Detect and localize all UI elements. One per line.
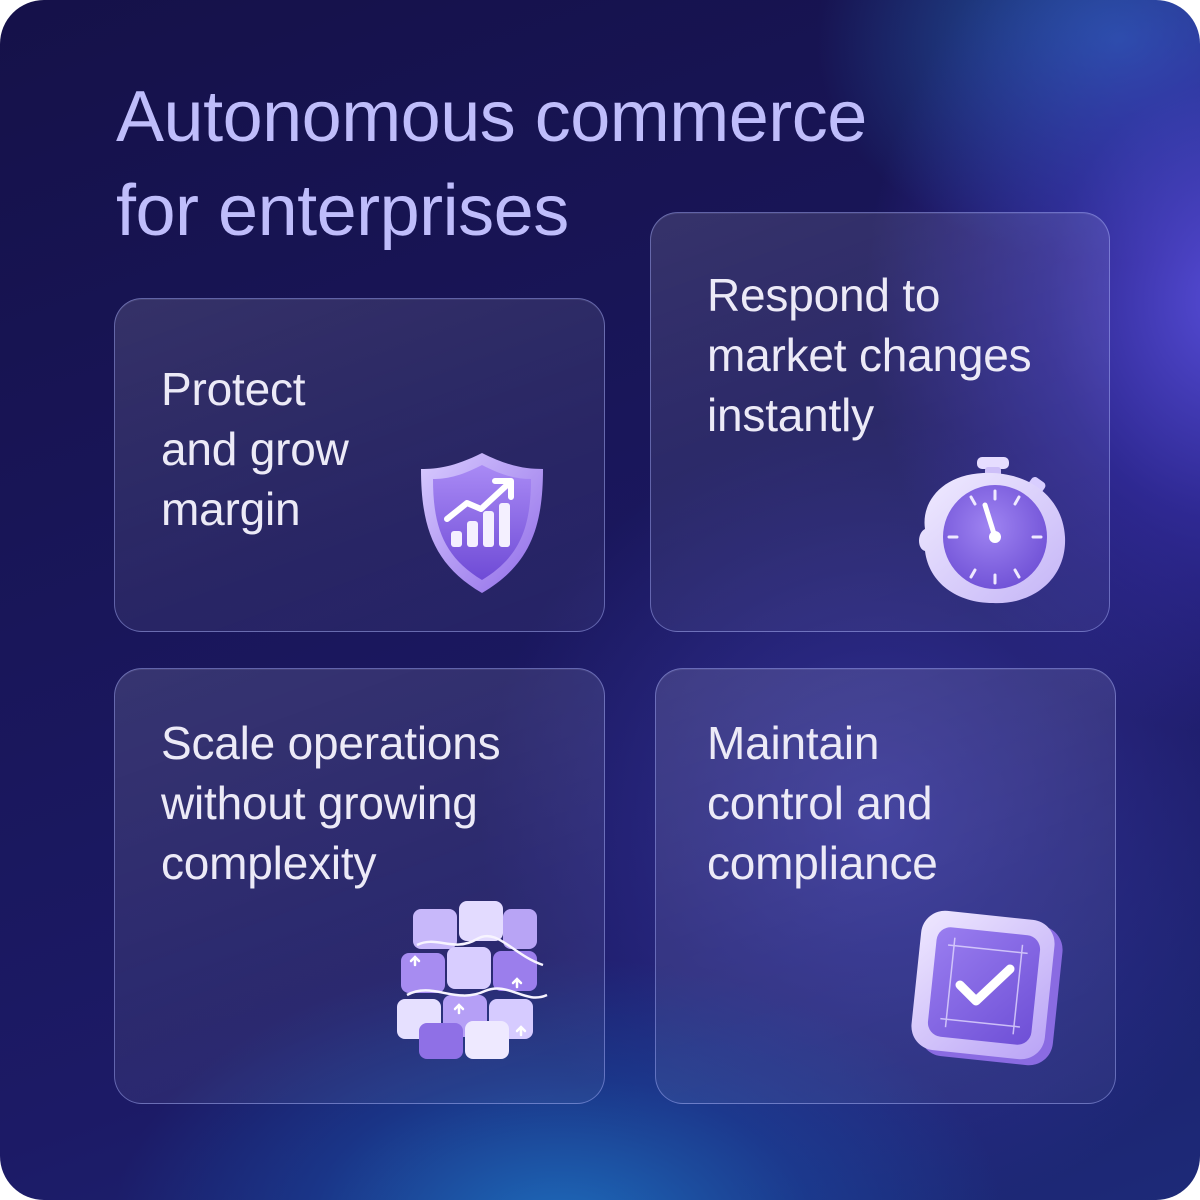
page-title-line-2: for enterprises (116, 171, 569, 251)
feature-card-margin-text: Protect and grow margin (161, 359, 349, 539)
card-line: Respond to (707, 269, 941, 321)
page-title-line-1: Autonomous commerce (116, 77, 867, 157)
page-title: Autonomous commerce for enterprises (116, 70, 936, 258)
feature-card-scale: Scale operations without growing complex… (114, 668, 605, 1104)
card-line: control and (707, 777, 933, 829)
card-line: market changes (707, 329, 1032, 381)
shield-growth-icon (421, 453, 543, 593)
card-line: and grow (161, 423, 349, 475)
feature-card-compliance: Maintain control and compliance (655, 668, 1116, 1104)
card-line: margin (161, 483, 301, 535)
card-line: Protect (161, 363, 306, 415)
stopwatch-icon (919, 457, 1066, 604)
feature-card-margin: Protect and grow margin (114, 298, 605, 632)
card-line: without growing (161, 777, 478, 829)
feature-card-speed-text: Respond to market changes instantly (707, 265, 1032, 445)
card-line: compliance (707, 837, 938, 889)
cubes-icon (397, 901, 548, 1059)
card-line: Maintain (707, 717, 880, 769)
card-line: Scale operations (161, 717, 501, 769)
feature-card-scale-text: Scale operations without growing complex… (161, 713, 501, 893)
checkmark-tile-icon (911, 910, 1063, 1066)
card-line: complexity (161, 837, 377, 889)
feature-card-compliance-text: Maintain control and compliance (707, 713, 938, 893)
feature-card-speed: Respond to market changes instantly (650, 212, 1110, 632)
card-line: instantly (707, 389, 874, 441)
